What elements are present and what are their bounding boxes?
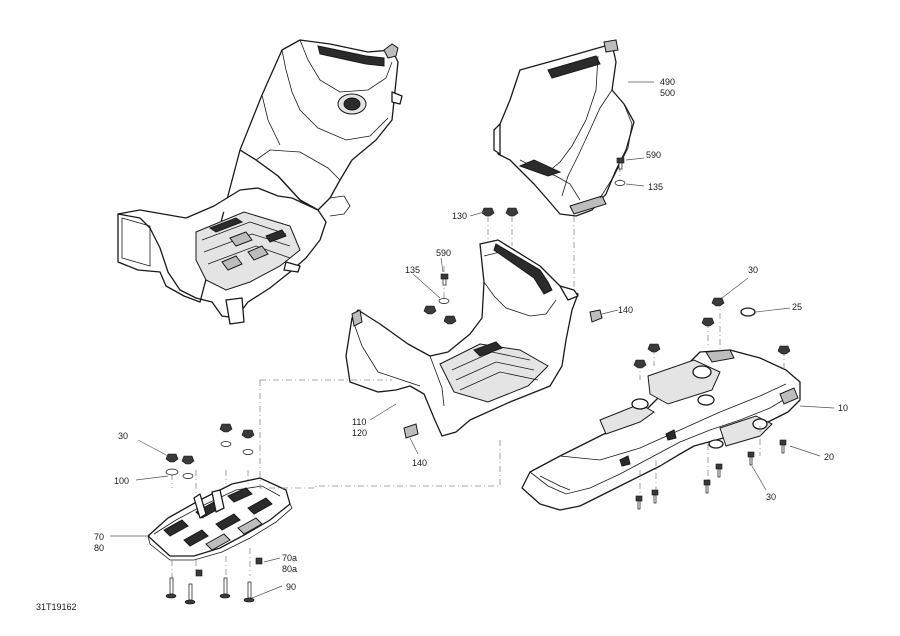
washer-icon bbox=[165, 468, 179, 476]
callout-80a: 80a bbox=[282, 564, 297, 574]
bolt-icon bbox=[651, 489, 659, 496]
nut-icon bbox=[181, 455, 195, 465]
bolt-shank-icon bbox=[717, 468, 721, 478]
diagram-reference-code: 31T19162 bbox=[36, 602, 77, 612]
plug-icon bbox=[740, 307, 756, 317]
nut-icon bbox=[647, 343, 661, 353]
alignment-lines bbox=[171, 166, 785, 580]
nut-icon bbox=[481, 207, 495, 217]
washer-icon bbox=[220, 441, 232, 447]
bolt-icon bbox=[779, 439, 787, 446]
nut-icon bbox=[423, 305, 437, 315]
bolt-icon bbox=[715, 463, 723, 470]
washer-icon bbox=[242, 449, 254, 455]
callout-500: 500 bbox=[660, 88, 675, 98]
callout-140: 140 bbox=[618, 305, 633, 315]
bolt-icon bbox=[243, 597, 255, 603]
screw-icon bbox=[440, 273, 449, 280]
callout-120: 120 bbox=[352, 428, 367, 438]
callout-130: 130 bbox=[452, 211, 467, 221]
callout-590: 590 bbox=[436, 248, 451, 258]
nut-icon bbox=[165, 453, 179, 463]
bolt-shank-icon bbox=[653, 494, 657, 504]
nut-icon bbox=[505, 207, 519, 217]
bolt-shank-icon bbox=[188, 583, 193, 601]
nut-icon bbox=[219, 423, 233, 433]
callout-70a: 70a bbox=[282, 553, 297, 563]
fasteners bbox=[165, 157, 791, 605]
bolt-shank-icon bbox=[749, 456, 753, 466]
bolt-icon bbox=[184, 599, 196, 605]
bolt-shank-icon bbox=[781, 444, 785, 454]
bolt-icon bbox=[747, 451, 755, 458]
bolt-shank-icon bbox=[705, 484, 709, 494]
callout-20: 20 bbox=[824, 452, 834, 462]
washer-icon bbox=[182, 473, 194, 479]
bolt-shank-icon bbox=[223, 577, 228, 595]
right-skid-plate bbox=[521, 349, 801, 511]
bolt-icon bbox=[635, 495, 643, 502]
nut-icon bbox=[241, 429, 255, 439]
bolt-icon bbox=[703, 479, 711, 486]
bolt-shank-icon bbox=[637, 500, 641, 510]
callout-135: 135 bbox=[405, 265, 420, 275]
callout-80: 80 bbox=[94, 543, 104, 553]
clip-icon bbox=[589, 309, 603, 323]
callout-25: 25 bbox=[792, 302, 802, 312]
nut-icon bbox=[777, 345, 791, 355]
callout-10: 10 bbox=[838, 403, 848, 413]
callout-30: 30 bbox=[766, 492, 776, 502]
washer-icon bbox=[438, 298, 450, 304]
callout-490: 490 bbox=[660, 77, 675, 87]
bolt-icon bbox=[219, 593, 231, 599]
callout-30: 30 bbox=[748, 265, 758, 275]
nut-icon bbox=[443, 315, 457, 325]
callout-135: 135 bbox=[648, 182, 663, 192]
callout-100: 100 bbox=[114, 476, 129, 486]
leader-lines bbox=[110, 81, 835, 599]
screw-icon bbox=[616, 157, 625, 164]
nut-icon bbox=[701, 317, 715, 327]
insert-nut-icon bbox=[255, 557, 263, 565]
callout-labels: 490 500 590 135 130 590 135 140 30 25 10… bbox=[36, 77, 848, 612]
center-footrest bbox=[345, 239, 579, 437]
callout-70: 70 bbox=[94, 532, 104, 542]
bolt-icon bbox=[165, 593, 177, 599]
clip-icon bbox=[403, 423, 419, 439]
callout-590: 590 bbox=[646, 150, 661, 160]
bolt-shank-icon bbox=[247, 581, 252, 599]
left-skid-plate bbox=[147, 477, 293, 561]
callout-140: 140 bbox=[412, 458, 427, 468]
washer-icon bbox=[614, 180, 626, 186]
screw-shank-icon bbox=[618, 162, 623, 170]
bolt-shank-icon bbox=[169, 577, 174, 595]
nut-icon bbox=[711, 297, 725, 307]
callout-110: 110 bbox=[352, 417, 366, 427]
insert-nut-icon bbox=[195, 569, 203, 577]
screw-shank-icon bbox=[442, 278, 447, 286]
right-fender-panel bbox=[493, 39, 635, 217]
callout-90: 90 bbox=[286, 582, 296, 592]
callout-30: 30 bbox=[118, 431, 128, 441]
left-fender-assembly bbox=[117, 39, 403, 325]
nut-icon bbox=[633, 359, 647, 369]
